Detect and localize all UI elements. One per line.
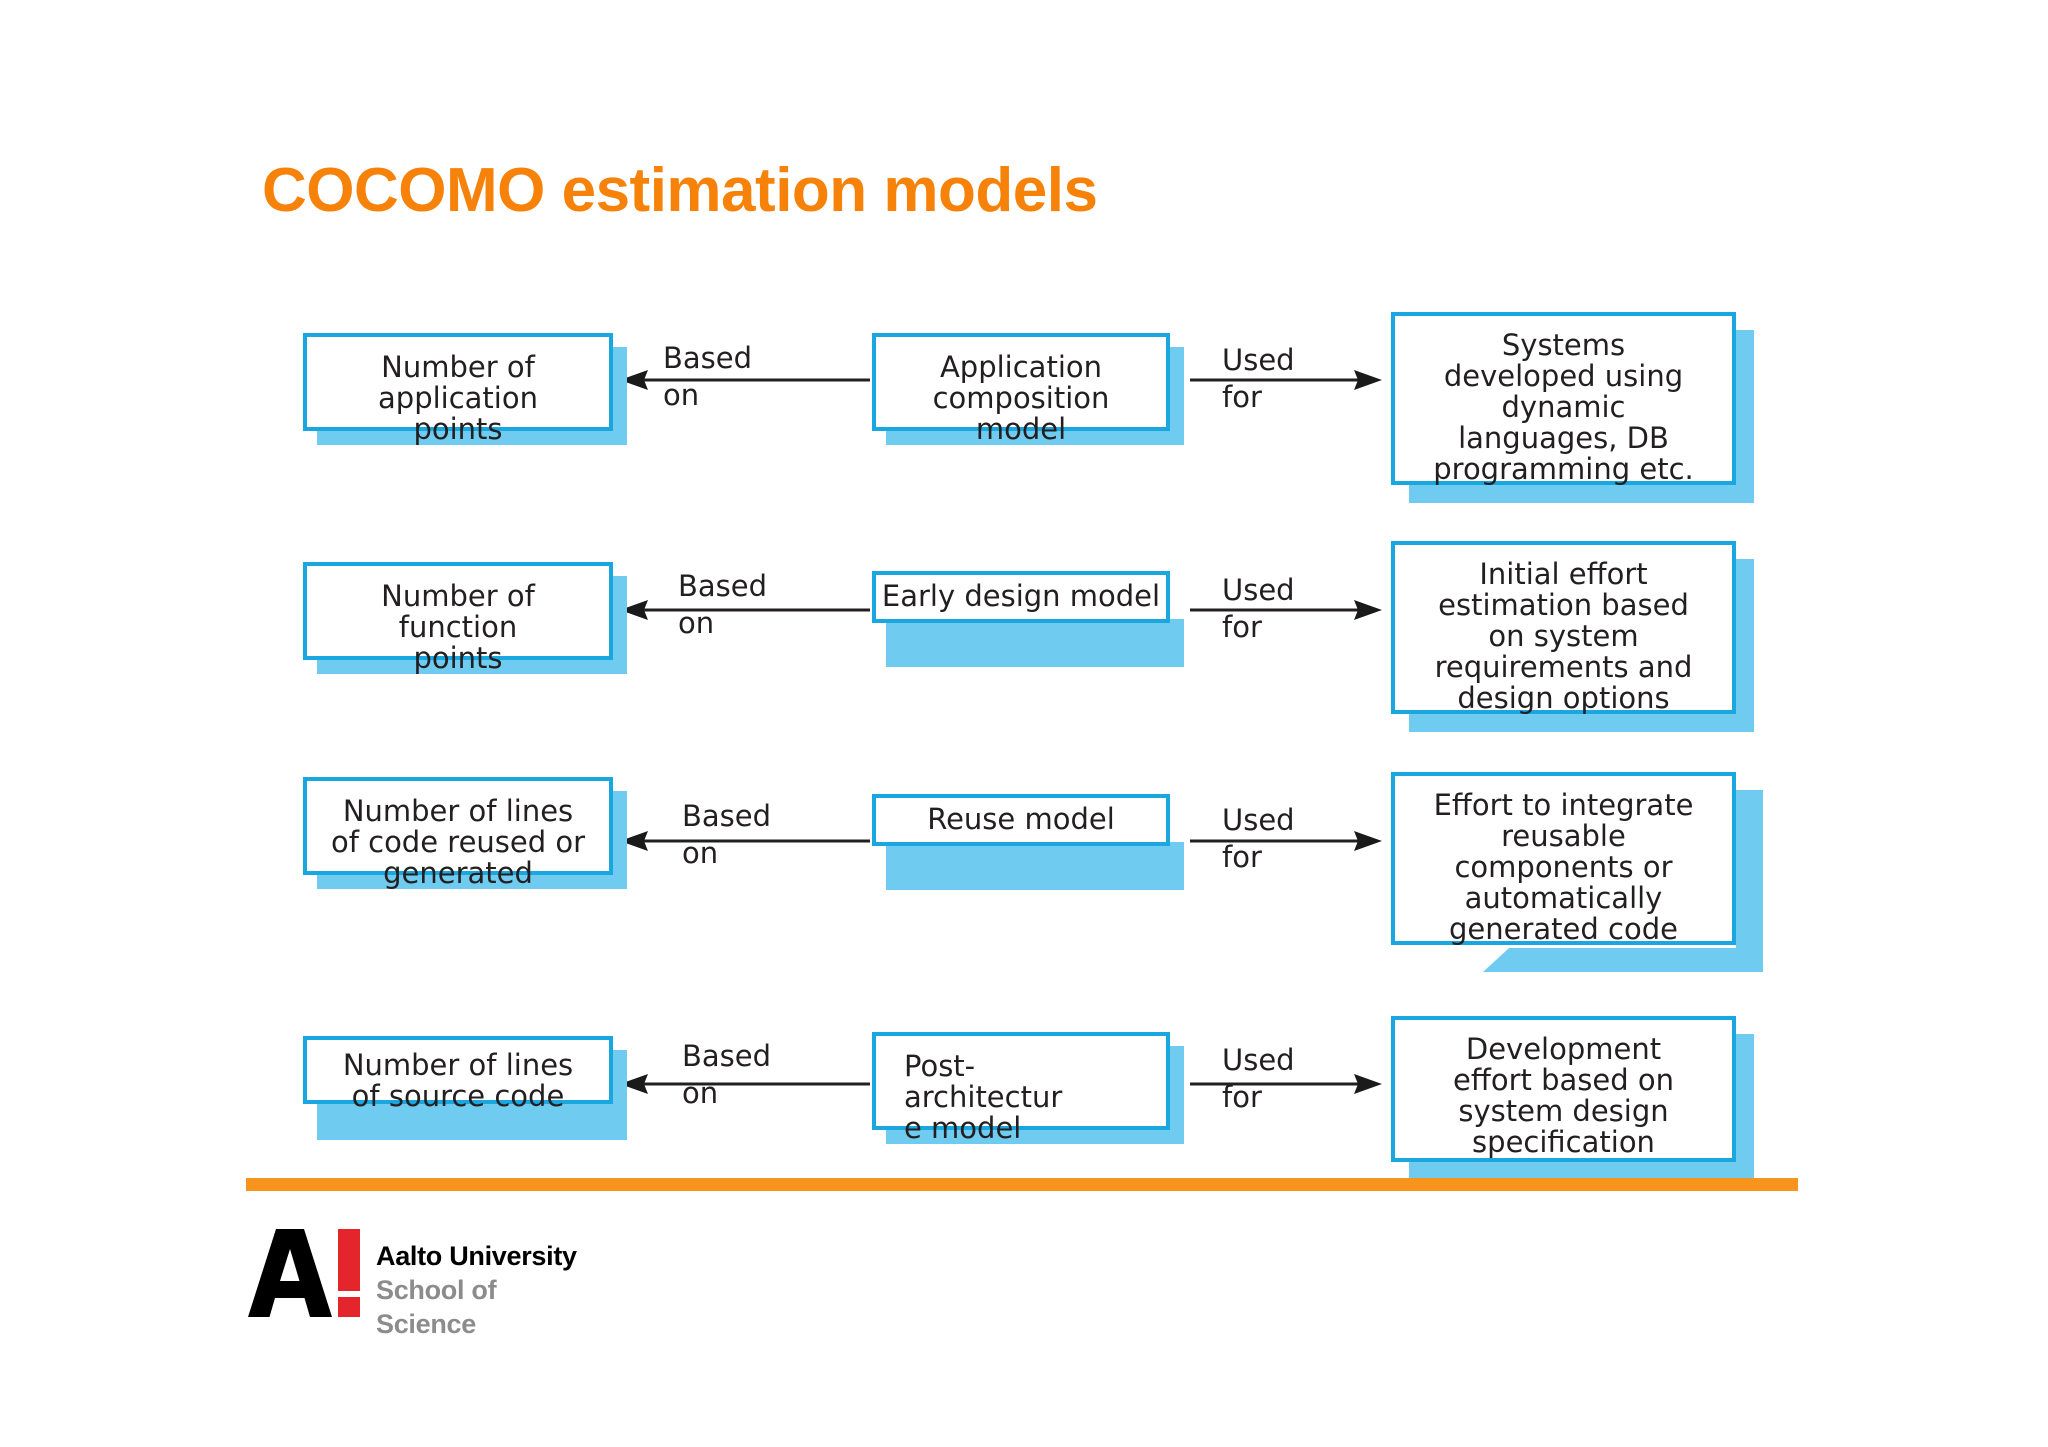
node-text: Development effort based on system desig… bbox=[1453, 1032, 1674, 1159]
box-frame bbox=[872, 333, 1170, 431]
label-used-for-2: Used for bbox=[1222, 573, 1295, 644]
node-text: Early design model bbox=[881, 579, 1161, 613]
node-text: Effort to integrate reusable components … bbox=[1433, 788, 1694, 946]
node-row3-middle[interactable]: Reuse model bbox=[872, 794, 1184, 890]
node-text: Number of function points bbox=[381, 579, 535, 675]
arrow-based-on-4 bbox=[620, 1074, 870, 1094]
box-shadow bbox=[1483, 790, 1763, 972]
box-frame bbox=[872, 794, 1170, 846]
node-text: Reuse model bbox=[927, 802, 1115, 836]
box-frame bbox=[872, 1032, 1170, 1130]
arrow-used-for-1 bbox=[1190, 370, 1382, 390]
node-row2-right[interactable]: Initial effort estimation based on syste… bbox=[1391, 541, 1754, 732]
node-text: Systems developed using dynamic language… bbox=[1433, 328, 1694, 486]
node-row4-left[interactable]: Number of lines of source code bbox=[303, 1036, 627, 1140]
arrow-based-on-2 bbox=[620, 600, 870, 620]
node-text: Number of lines of code reused or genera… bbox=[330, 794, 586, 890]
page-title: COCOMO estimation models bbox=[262, 156, 1098, 225]
label-used-for-3: Used for bbox=[1222, 803, 1295, 874]
arrow-based-on-1 bbox=[620, 370, 870, 390]
box-frame bbox=[1391, 1016, 1736, 1162]
box-frame bbox=[303, 1036, 613, 1104]
node-row3-left[interactable]: Number of lines of code reused or genera… bbox=[303, 777, 627, 889]
node-row2-left[interactable]: Number of function points bbox=[303, 562, 627, 674]
node-text: Number of lines of source code bbox=[342, 1048, 574, 1113]
box-shadow bbox=[886, 842, 1184, 890]
node-text: Post- architectur e model bbox=[904, 1049, 1063, 1145]
label-based-on-1: Based on bbox=[663, 341, 753, 412]
box-frame bbox=[1391, 312, 1736, 485]
node-row2-middle[interactable]: Early design model bbox=[872, 571, 1184, 667]
box-shadow bbox=[886, 619, 1184, 667]
aalto-organization: Aalto University bbox=[376, 1241, 577, 1271]
label-used-for-4: Used for bbox=[1222, 1043, 1295, 1114]
node-text: Number of application points bbox=[378, 350, 538, 446]
arrow-used-for-3 bbox=[1190, 831, 1382, 851]
node-text: Application composition model bbox=[932, 350, 1110, 446]
aalto-logo: Aalto University School of Science bbox=[248, 1229, 588, 1339]
footer-orange-rule bbox=[246, 1178, 1798, 1191]
box-frame bbox=[1391, 541, 1736, 714]
node-row1-left[interactable]: Number of application points bbox=[303, 333, 627, 445]
box-frame bbox=[303, 562, 613, 660]
node-row1-right[interactable]: Systems developed using dynamic language… bbox=[1391, 312, 1754, 503]
aalto-unit: School of Science bbox=[376, 1275, 497, 1339]
aalto-wordmark: Aalto University School of Science bbox=[376, 1239, 588, 1341]
arrow-used-for-4 bbox=[1190, 1074, 1382, 1094]
node-row3-right[interactable]: Effort to integrate reusable components … bbox=[1391, 772, 1763, 972]
label-based-on-2: Based on bbox=[678, 569, 768, 640]
node-row1-middle[interactable]: Application composition model bbox=[872, 333, 1184, 445]
box-frame bbox=[303, 333, 613, 431]
box-frame bbox=[872, 571, 1170, 623]
label-based-on-4: Based on bbox=[682, 1039, 772, 1110]
box-frame bbox=[1391, 772, 1736, 945]
arrow-based-on-3 bbox=[620, 831, 870, 851]
node-row4-middle[interactable]: Post- architectur e model bbox=[872, 1032, 1184, 1144]
node-text: Initial effort estimation based on syste… bbox=[1434, 557, 1693, 715]
node-row4-right[interactable]: Development effort based on system desig… bbox=[1391, 1016, 1754, 1180]
label-used-for-1: Used for bbox=[1222, 343, 1295, 414]
label-based-on-3: Based on bbox=[682, 799, 772, 870]
box-frame bbox=[303, 777, 613, 875]
aalto-a-exclamation-icon bbox=[248, 1229, 360, 1317]
arrow-used-for-2 bbox=[1190, 600, 1382, 620]
